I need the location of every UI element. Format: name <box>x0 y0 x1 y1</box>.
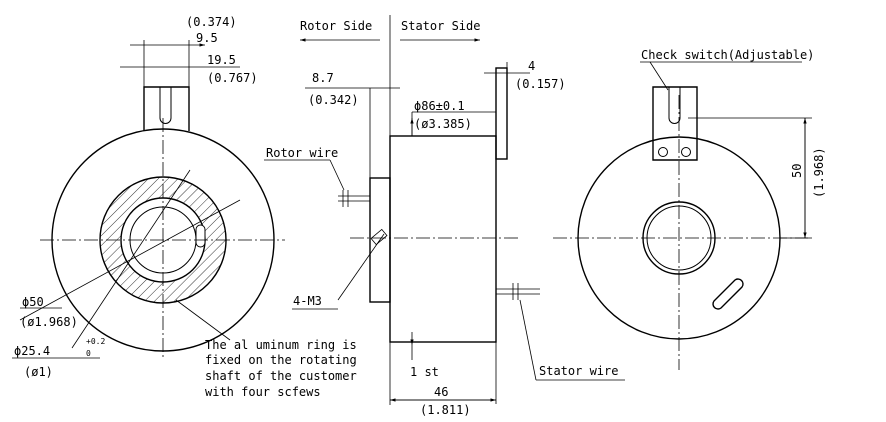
front-view-rotor-side <box>19 86 285 360</box>
diameter-labels: ϕ50 (ø1.968) ϕ25.4 +0.2 0 (ø1) <box>12 295 105 379</box>
bore-diameter-inch: (ø1) <box>24 365 53 379</box>
rotor-wire-label: Rotor wire <box>266 146 338 160</box>
ring-note-leader <box>175 299 231 341</box>
stator-wire-label: Stator wire <box>539 364 618 378</box>
rotor-flange <box>369 177 391 303</box>
rear-slot <box>712 278 744 310</box>
first-start-marker: 1 st <box>410 365 439 379</box>
stator-body <box>389 135 497 343</box>
body-diameter-mm: ϕ86±0.1 <box>414 99 465 113</box>
mount-hole-right <box>681 147 691 157</box>
note-line-4: with four scfews <box>205 385 321 399</box>
stator-tab <box>495 67 508 160</box>
screw-leader <box>337 233 385 301</box>
bore-diameter-mm: ϕ25.4 <box>14 344 50 358</box>
rotor-side-label: Rotor Side <box>300 19 372 33</box>
stator-tab-mm: 4 <box>528 59 535 73</box>
note-line-1: The al uminum ring is <box>205 338 357 352</box>
rear-check-switch-ear <box>652 86 698 161</box>
outer-diameter-inch: (ø1.968) <box>20 315 78 329</box>
mount-hole-left <box>658 147 668 157</box>
outer-diameter-mm: ϕ50 <box>22 295 44 309</box>
bore-tolerance-lower: 0 <box>86 349 91 358</box>
stator-tab-inch: (0.157) <box>515 77 566 91</box>
ear-slot <box>159 87 172 124</box>
screw-holes-label: 4-M3 <box>293 294 322 308</box>
rear-view-stator-side: Check switch(Adjustable) 50 (1.968) <box>553 48 826 370</box>
note-line-3: shaft of the customer <box>205 369 357 383</box>
body-diameter-inch: (ø3.385) <box>414 117 472 131</box>
ear-span-inch: (0.767) <box>207 71 258 85</box>
aluminum-ring-hatch <box>100 177 226 303</box>
length-inch: (1.811) <box>420 403 471 417</box>
ear-span-mm: 19.5 <box>207 53 236 67</box>
check-switch-ear <box>143 86 190 131</box>
note-line-2: fixed on the rotating <box>205 353 357 367</box>
ear-width-inch: (0.374) <box>186 15 237 29</box>
rotor-flange-inch: (0.342) <box>308 93 359 107</box>
stator-side-label: Stator Side <box>401 19 480 33</box>
height-inch: (1.968) <box>812 147 826 198</box>
ring-slot <box>195 224 206 248</box>
side-view: Rotor Side Stator Side Rotor wire Stator… <box>264 15 625 417</box>
length-mm: 46 <box>434 385 448 399</box>
ear-width-mm: 9.5 <box>196 31 218 45</box>
aluminum-ring-note: The al uminum ring is fixed on the rotat… <box>205 338 357 399</box>
ear-dimensions: (0.374) 9.5 19.5 (0.767) <box>120 15 258 88</box>
bore-tolerance-upper: +0.2 <box>86 337 105 346</box>
rotor-flange-mm: 8.7 <box>312 71 334 85</box>
height-mm: 50 <box>790 164 804 178</box>
check-switch-label: Check switch(Adjustable) <box>641 48 814 62</box>
rear-ear-slot <box>668 87 681 124</box>
diameter-leader-bore <box>71 169 191 349</box>
